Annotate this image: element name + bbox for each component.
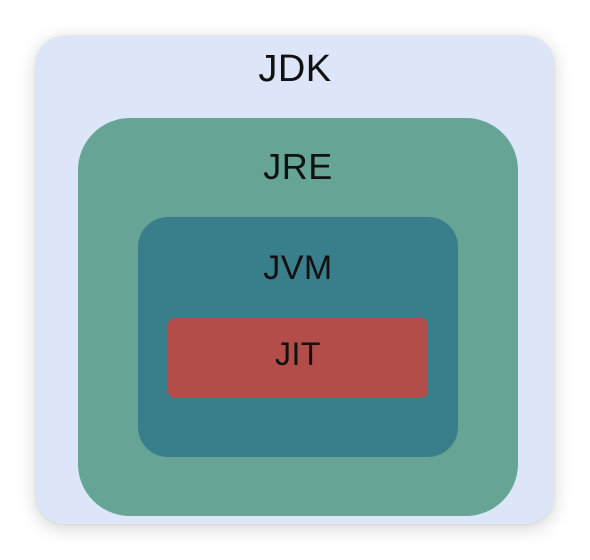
jre-label: JRE (263, 146, 333, 187)
jdk-layer: JDK JRE JVM JIT (36, 36, 554, 524)
jit-label: JIT (275, 336, 321, 372)
jit-layer: JIT (168, 318, 428, 398)
jvm-label: JVM (263, 249, 333, 287)
jdk-label: JDK (258, 48, 332, 90)
jvm-layer: JVM JIT (138, 217, 458, 457)
jre-layer: JRE JVM JIT (78, 118, 518, 516)
